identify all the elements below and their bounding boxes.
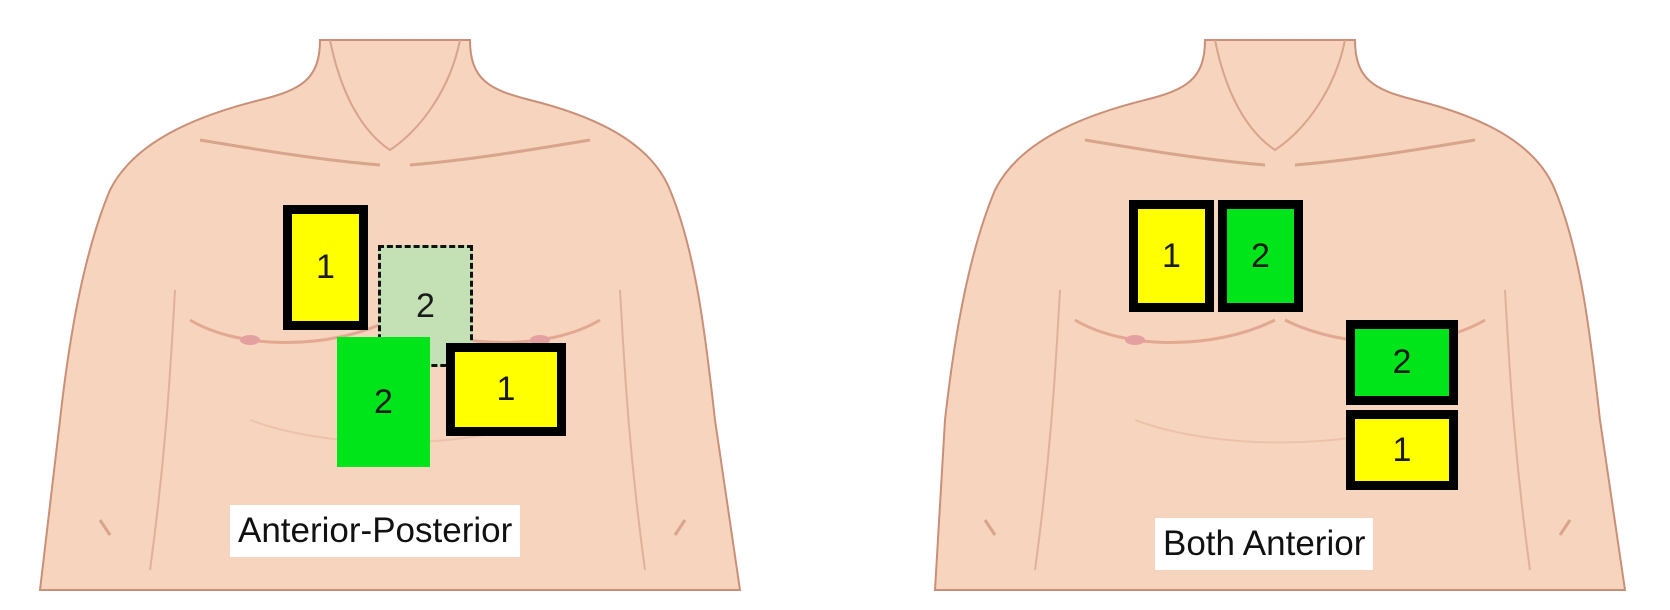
pad-1-upper: 1 [283, 205, 368, 330]
caption-both-anterior: Both Anterior [1155, 518, 1374, 570]
pad-2-posterior: 2 [337, 337, 430, 467]
pad-1-upper-right-chest: 1 [1129, 200, 1214, 312]
anterior-posterior-panel: 1 2 2 1 Anterior-Posterior [38, 39, 742, 591]
pad-2-upper: 2 [1218, 200, 1303, 312]
pad-2-lateral: 2 [1346, 320, 1458, 405]
pad-1-lower: 1 [446, 343, 566, 436]
caption-anterior-posterior: Anterior-Posterior [230, 505, 521, 557]
pad-1-lateral: 1 [1346, 410, 1458, 490]
both-anterior-panel: 1 2 2 1 Both Anterior [835, 0, 1670, 610]
